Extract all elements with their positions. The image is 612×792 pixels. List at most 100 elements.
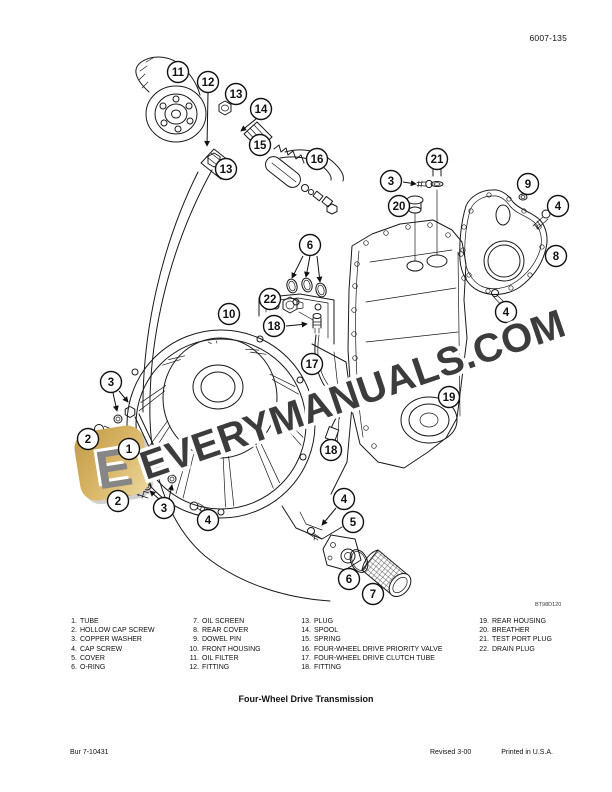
callout-21: 21 [425, 147, 449, 171]
svg-text:18: 18 [325, 445, 338, 457]
rear-housing-art [347, 189, 468, 469]
svg-text:22: 22 [264, 294, 277, 306]
parts-list-item: 21.TEST PORT PLUG [479, 636, 552, 644]
callout-2: 2 [106, 489, 130, 513]
callout-3: 3 [99, 370, 123, 394]
parts-list-item: 22.DRAIN PLUG [479, 645, 535, 653]
parts-list-item: 17.FOUR-WHEEL DRIVE CLUTCH TUBE [301, 654, 435, 662]
parts-list-item: 14.SPOOL [301, 627, 339, 635]
svg-text:21: 21 [431, 154, 444, 166]
svg-text:4: 4 [503, 307, 510, 319]
callout-6: 6 [298, 233, 322, 257]
figure-title: Four-Wheel Drive Transmission [238, 694, 374, 704]
callout-5: 5 [341, 510, 365, 534]
callout-7: 7 [361, 582, 385, 606]
svg-text:4: 4 [205, 515, 212, 527]
svg-text:13: 13 [220, 164, 233, 176]
watermark-text: EVERYMANUALS.COM EVERYMANUALS.COM [131, 298, 575, 492]
svg-text:4: 4 [555, 201, 562, 213]
svg-text:3: 3 [161, 503, 167, 515]
callout-18: 18 [319, 438, 343, 462]
svg-text:2: 2 [85, 434, 91, 446]
parts-list-item: 4.CAP SCREW [71, 645, 123, 653]
svg-text:20: 20 [393, 201, 406, 213]
callout-14: 14 [249, 97, 273, 121]
svg-text:EVERYMANUALS.COM: EVERYMANUALS.COM [135, 302, 572, 489]
watermark: E E EVERYMANUALS.COM EVERYMANUALS.COM [74, 298, 575, 505]
svg-text:11: 11 [172, 67, 185, 79]
callout-20: 20 [387, 194, 411, 218]
parts-list-item: 18.FITTING [301, 664, 342, 672]
svg-text:15: 15 [254, 140, 267, 152]
callout-4: 4 [546, 194, 570, 218]
oil-filter-art [135, 56, 207, 143]
parts-list-item: 1.TUBE [71, 618, 99, 625]
svg-text:8: 8 [553, 251, 560, 263]
callout-1: 1 [117, 437, 141, 461]
callout-15: 15 [248, 133, 272, 157]
svg-text:12: 12 [202, 77, 215, 89]
footer-revised: Revised 3-00 [430, 749, 472, 756]
callout-19: 19 [437, 385, 461, 409]
callout-13: 13 [214, 157, 238, 181]
footer-form-number: Bur 7-10431 [70, 749, 109, 756]
svg-text:18: 18 [268, 321, 281, 333]
svg-text:5: 5 [350, 517, 357, 529]
parts-list-item: 15.SPRING [301, 636, 341, 644]
callout-9: 9 [516, 172, 540, 196]
parts-list-item: 19.REAR HOUSING [479, 618, 547, 625]
svg-text:13: 13 [230, 89, 243, 101]
parts-list-item: 5.COVER [71, 654, 105, 662]
rear-cover-art [459, 189, 548, 295]
callout-2: 2 [76, 427, 100, 451]
parts-list-item: 7.OIL SCREEN [193, 618, 245, 625]
callout-18: 18 [262, 314, 286, 338]
callout-4: 4 [196, 508, 220, 532]
parts-list-item: 8.REAR COVER [193, 627, 249, 635]
svg-text:6: 6 [307, 240, 313, 252]
callout-11: 11 [166, 60, 190, 84]
callout-22: 22 [258, 287, 282, 311]
parts-list-item: 2.HOLLOW CAP SCREW [71, 627, 155, 635]
svg-text:3: 3 [108, 377, 114, 389]
parts-list-item: 10.FRONT HOUSING [189, 645, 261, 653]
footer-right: Revised 3-00 Printed in U.S.A. [430, 749, 553, 756]
svg-text:17: 17 [306, 359, 319, 371]
callout-16: 16 [305, 147, 329, 171]
callout-17: 17 [300, 352, 324, 376]
callout-10: 10 [217, 302, 241, 326]
long-tube-curves [142, 169, 331, 602]
figure-code: BT98D120 [535, 602, 562, 608]
callout-4: 4 [494, 300, 518, 324]
parts-list-item: 9.DOWEL PIN [193, 636, 242, 644]
svg-text:10: 10 [223, 309, 236, 321]
parts-list-item: 13.PLUG [301, 618, 334, 625]
svg-text:6: 6 [346, 574, 352, 586]
page-number: 6007-135 [529, 33, 567, 43]
callout-4: 4 [332, 487, 356, 511]
callout-3: 3 [379, 169, 403, 193]
parts-list-item: 20.BREATHER [479, 627, 530, 635]
callout-6: 6 [337, 567, 361, 591]
callout-3: 3 [152, 496, 176, 520]
exploded-diagram: 4 E E EVERYMANUALS.COM EVERYMANUALS.COM … [74, 56, 575, 606]
svg-text:2: 2 [115, 496, 121, 508]
parts-list-item: 11.OIL FILTER [189, 654, 239, 662]
svg-text:14: 14 [255, 104, 268, 116]
svg-text:3: 3 [388, 176, 394, 188]
parts-list-item: 12.FITTING [189, 664, 230, 672]
footer-printed: Printed in U.S.A. [501, 749, 553, 756]
parts-list-item: 16.FOUR-WHEEL DRIVE PRIORITY VALVE [301, 645, 443, 653]
callout-13: 13 [224, 82, 248, 106]
callout-12: 12 [196, 70, 220, 94]
svg-text:4: 4 [341, 494, 348, 506]
parts-list-item: 6.O-RING [71, 664, 106, 672]
parts-list-item: 3.COPPER WASHER [71, 636, 142, 644]
svg-text:1: 1 [126, 444, 133, 456]
svg-text:9: 9 [525, 179, 531, 191]
